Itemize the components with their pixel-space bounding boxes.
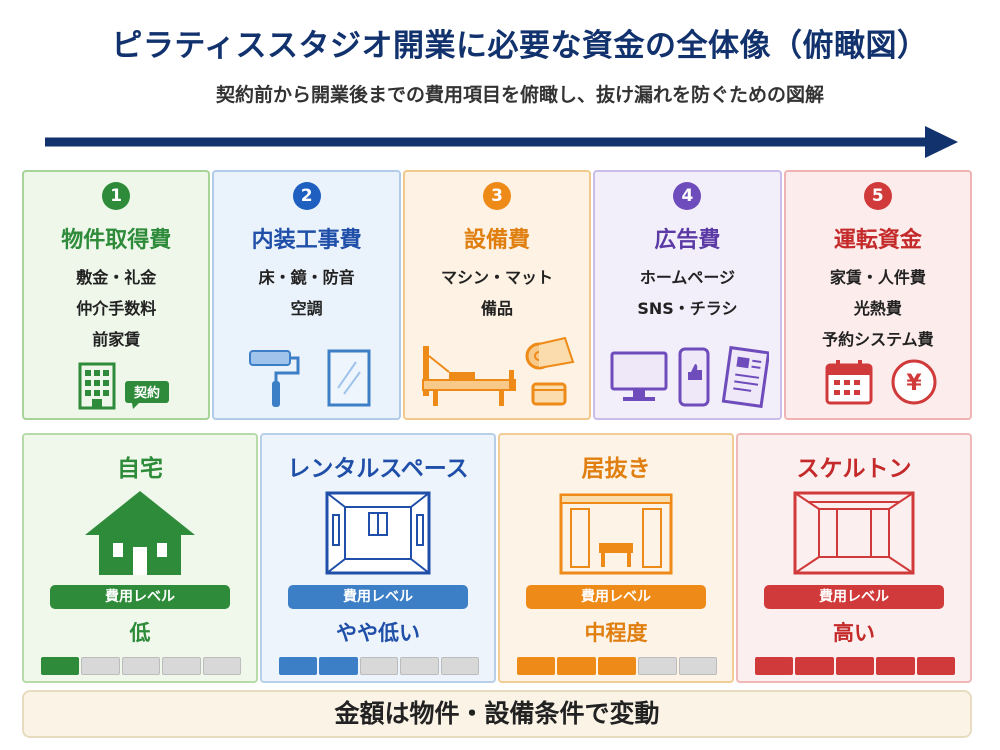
cost-level-label: 費用レベル [288,585,468,609]
meter-segment [795,657,834,675]
timeline-arrow [45,126,958,158]
type-name: 居抜き [581,456,651,482]
meter-segment [557,657,596,675]
phase-number-badge: 5 [863,182,892,210]
phase-items: 床・鏡・防音 空調 [214,262,398,324]
monitor-icon [610,351,668,401]
cost-level-label: 費用レベル [764,585,944,609]
phase-operating-funds: 5 運転資金 家賃・人件費 光熱費 予約システム費 ¥ [783,170,973,420]
phase-item: 床・鏡・防音 [258,268,355,287]
phase-name: 物件取得費 [61,228,172,253]
cost-level-value: やや低い [336,621,420,645]
meter-segment [81,657,120,675]
page-title: ピラティススタジオ開業に必要な資金の全体像（俯瞰図） [111,28,929,64]
furnished-room-icon [559,493,673,575]
phase-items: 敷金・礼金 仲介手数料 前家賃 [24,262,208,355]
meter-segment [876,657,915,675]
cost-level-meter [279,657,480,675]
phase-item: 備品 [481,299,514,318]
phase-items: ホームページ SNS・チラシ [595,262,779,324]
phase-item: マシン・マット [441,268,554,287]
phase-item: 家賃・人件費 [829,268,926,287]
meter-segment [319,657,358,675]
meter-segment [755,657,794,675]
mat-roll-icon [525,336,575,406]
type-skeleton: スケルトン 費用レベル 高い [736,433,972,683]
mirror-icon [327,349,371,407]
page-subtitle: 契約前から開業後までの費用項目を俯瞰し、抜け漏れを防ぐための図解 [215,84,824,106]
meter-segment [41,657,80,675]
meter-segment [916,657,956,675]
phase-name: 広告費 [654,228,721,253]
phase-interior-construction: 2 内装工事費 床・鏡・防音 空調 [212,170,401,420]
paint-roller-icon [249,350,300,407]
contract-icon: 契約 [125,381,169,409]
cost-level-meter [517,657,718,675]
property-types: 自宅 費用レベル 低 レンタルスペース 費用レベル やや低い [22,433,972,683]
flyer-icon [721,346,770,408]
meter-segment [359,657,399,675]
cost-level-value: 低 [129,621,151,645]
cost-phases: 1 物件取得費 敷金・礼金 仲介手数料 前家賃 契約 2 内装工事費 床・鏡・防… [22,170,973,420]
phase-items: マシン・マット 備品 [405,262,589,324]
building-icon [78,362,116,410]
phase-item: 空調 [290,299,323,318]
phase-property-acquisition: 1 物件取得費 敷金・礼金 仲介手数料 前家賃 契約 [22,170,211,420]
meter-segment [678,657,718,675]
cost-level-meter [755,657,956,675]
yen-symbol: ¥ [906,371,922,396]
yen-coin-icon: ¥ [891,359,937,405]
meter-segment [835,657,875,675]
house-icon [85,491,195,575]
meter-segment [400,657,439,675]
meter-segment [638,657,677,675]
type-home: 自宅 費用レベル 低 [22,433,258,683]
calendar-icon [825,360,873,405]
meter-segment [440,657,480,675]
phase-item: SNS・チラシ [637,299,738,318]
cost-level-label: 費用レベル [526,585,706,609]
phase-number-badge: 1 [102,182,131,210]
phase-number-badge: 2 [292,182,321,210]
rental-room-icon [325,491,431,575]
phase-items: 家賃・人件費 光熱費 予約システム費 [786,262,970,355]
empty-shell-icon [793,491,915,575]
type-furnished-inheritance: 居抜き 費用レベル 中程度 [498,433,734,683]
meter-segment [597,657,637,675]
meter-segment [517,657,556,675]
meter-segment [279,657,318,675]
meter-segment [202,657,242,675]
phase-name: 内装工事費 [251,228,362,253]
phase-advertising: 4 広告費 ホームページ SNS・チラシ [593,170,782,420]
meter-segment [121,657,161,675]
cost-level-value: 高い [833,621,875,645]
phase-item: 前家賃 [92,330,141,349]
type-rental-space: レンタルスペース 費用レベル やや低い [260,433,496,683]
phase-item: ホームページ [639,268,736,287]
type-name: レンタルスペース [287,456,469,482]
phase-name: 運転資金 [833,228,922,253]
cost-level-label: 費用レベル [50,585,230,609]
type-name: 自宅 [117,456,163,482]
phase-item: 予約システム費 [822,330,934,349]
smartphone-icon [678,347,710,407]
meter-segment [162,657,201,675]
type-name: スケルトン [796,456,912,482]
footer-note: 金額は物件・設備条件で変動 [22,690,972,738]
phase-item: 光熱費 [853,299,902,318]
phase-number-badge: 4 [673,182,702,210]
cost-level-value: 中程度 [584,621,648,645]
reformer-machine-icon [421,346,516,406]
phase-name: 設備費 [464,228,531,253]
phase-equipment: 3 設備費 マシン・マット 備品 [402,170,592,420]
phase-item: 敷金・礼金 [76,268,157,287]
cost-level-meter [41,657,242,675]
phase-item: 仲介手数料 [76,299,157,318]
contract-badge-label: 契約 [133,385,160,401]
phase-number-badge: 3 [483,182,512,210]
